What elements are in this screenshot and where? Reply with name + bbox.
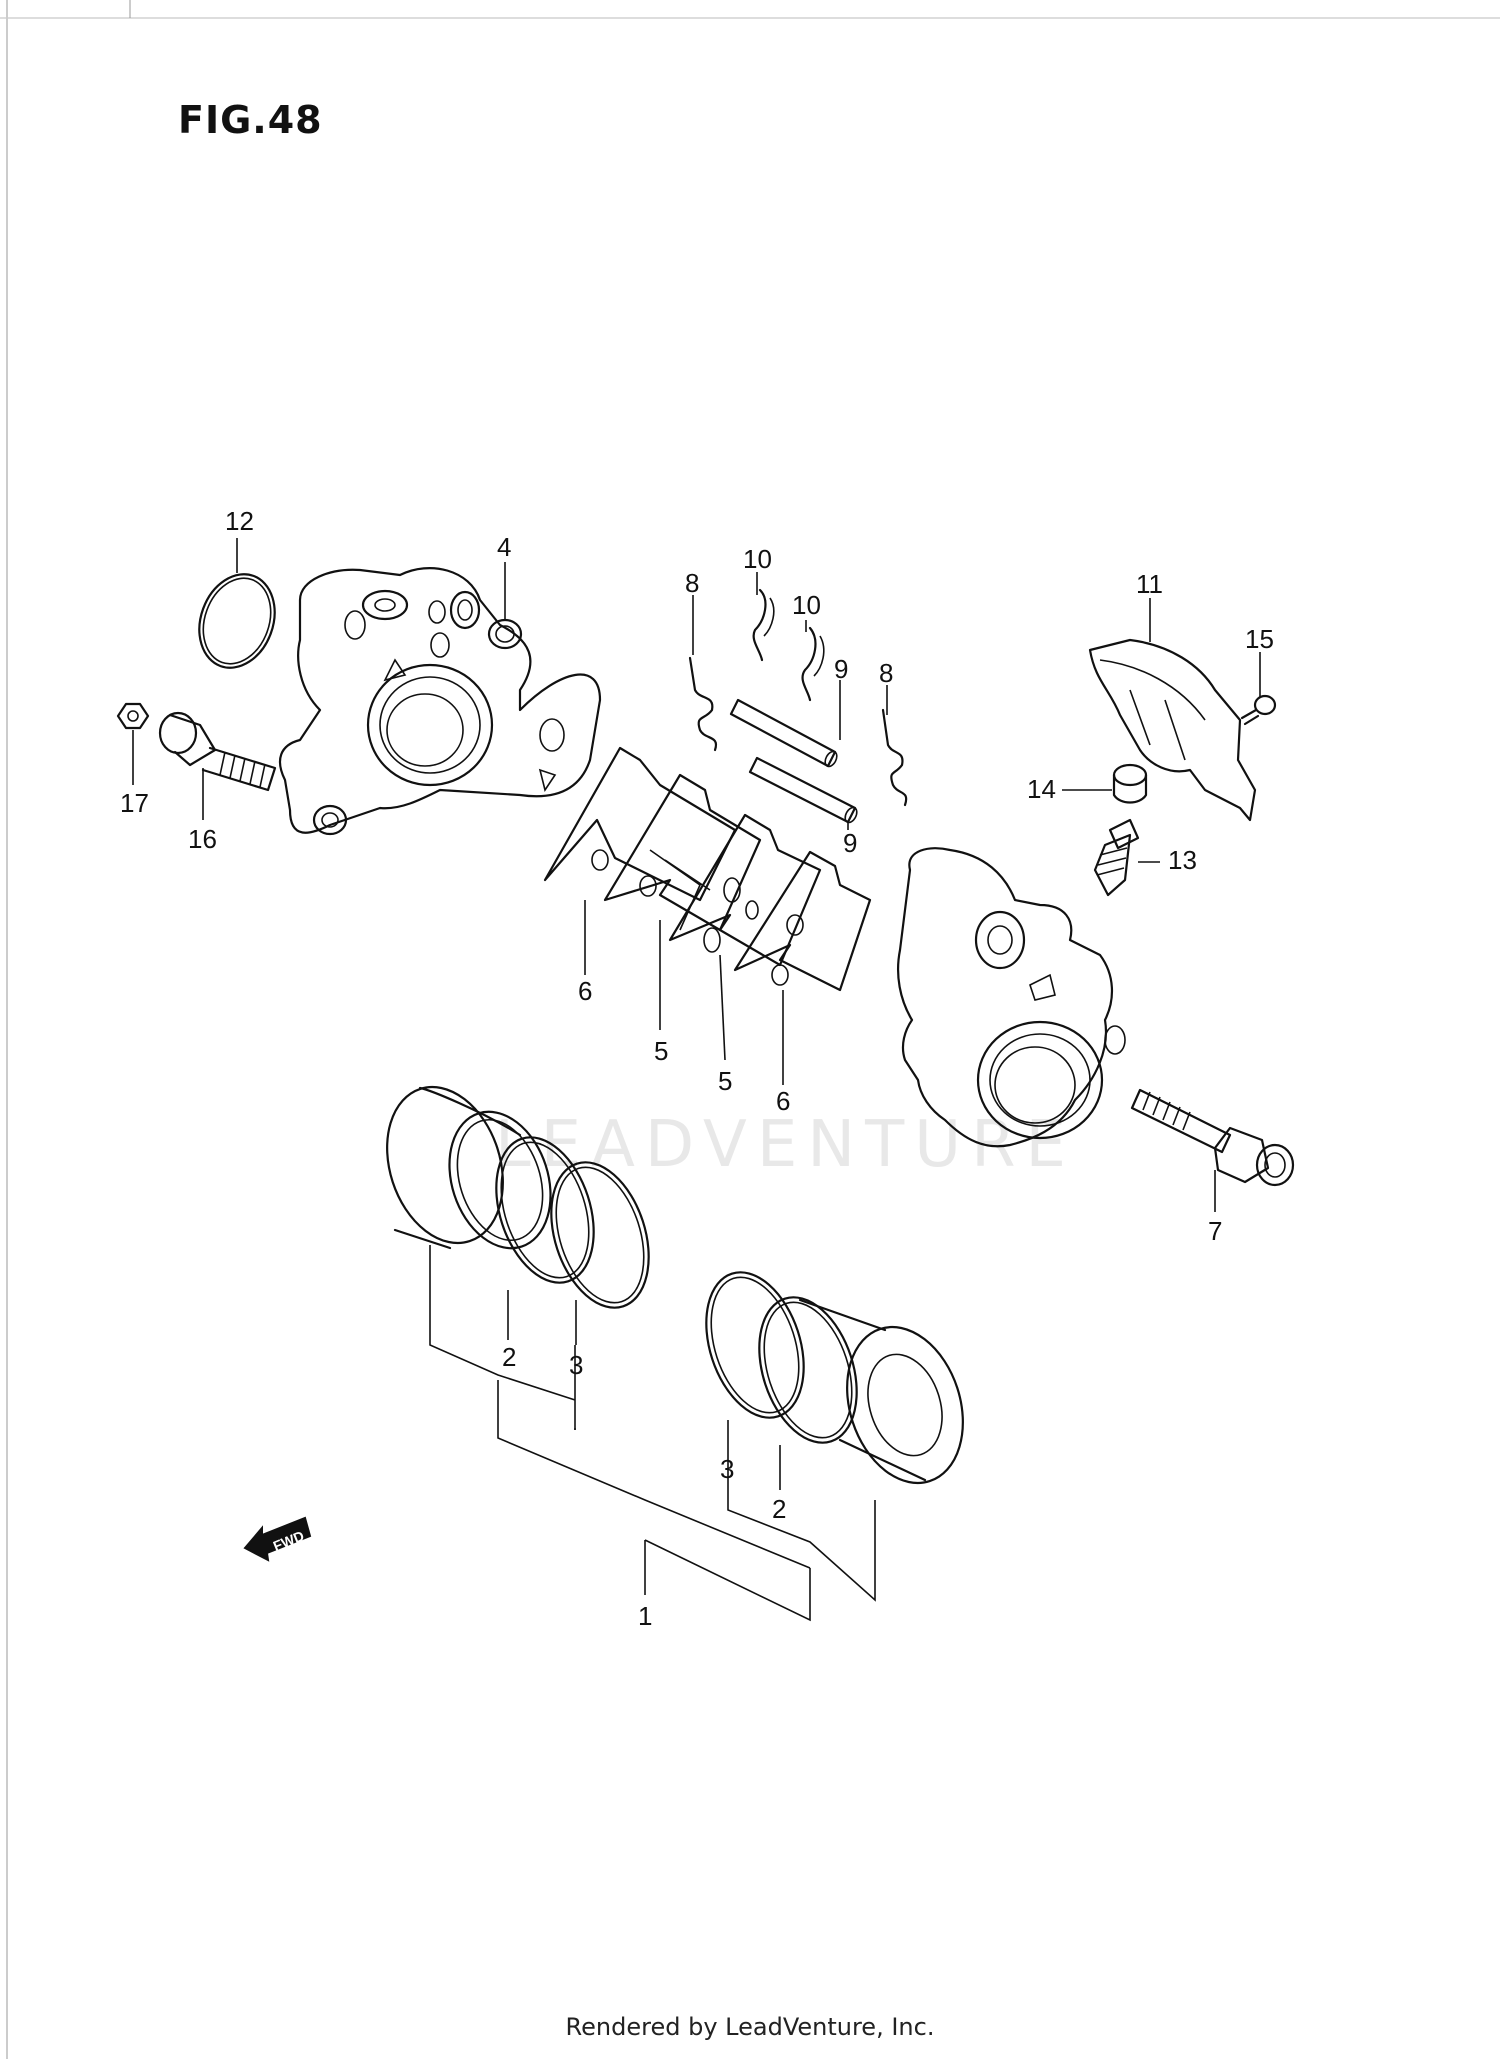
caliper-housing-left bbox=[278, 567, 602, 836]
callout-17: 17 bbox=[120, 788, 149, 818]
callout-6: 6 bbox=[578, 976, 592, 1006]
watermark: LEADVENTURE bbox=[495, 1108, 1076, 1182]
callout-9: 9 bbox=[834, 654, 848, 684]
forward-direction-arrow: FWD bbox=[243, 1516, 312, 1562]
part-2-piston-seal-right bbox=[758, 1296, 858, 1444]
part-9-pad-pin-lower bbox=[748, 756, 858, 824]
callout-16: 16 bbox=[188, 824, 217, 854]
callout-5: 5 bbox=[718, 1066, 732, 1096]
callout-6: 6 bbox=[776, 1086, 790, 1116]
callout-2: 2 bbox=[772, 1494, 786, 1524]
callout-11: 11 bbox=[1136, 569, 1163, 599]
part-9-pad-pin-upper bbox=[729, 698, 838, 768]
part-1-piston-right bbox=[798, 1298, 964, 1485]
part-12-seal-ring bbox=[198, 573, 276, 669]
callout-9: 9 bbox=[843, 828, 857, 858]
part-11-pad-cover bbox=[1088, 638, 1257, 822]
part-10-clip-b bbox=[801, 626, 825, 702]
part-17-nut bbox=[116, 702, 150, 730]
part-6-shim-left bbox=[543, 746, 737, 902]
callout-13: 13 bbox=[1168, 845, 1197, 875]
callout-1: 1 bbox=[638, 1601, 652, 1631]
callout-4: 4 bbox=[497, 532, 511, 562]
callout-10: 10 bbox=[743, 544, 772, 574]
callout-14: 14 bbox=[1027, 774, 1056, 804]
part-15-screw bbox=[1240, 694, 1277, 726]
part-2-piston-seal-left bbox=[495, 1136, 595, 1284]
callout-7: 7 bbox=[1208, 1216, 1222, 1246]
part-1-piston-left bbox=[386, 1085, 552, 1250]
figure-title: FIG.48 bbox=[178, 98, 323, 142]
part-14-bleeder-cap bbox=[1112, 763, 1148, 804]
callout-5: 5 bbox=[654, 1036, 668, 1066]
part-6-shim-right bbox=[733, 850, 872, 992]
callout-8: 8 bbox=[879, 658, 893, 688]
part-16-pin-bolt bbox=[158, 711, 277, 792]
callout-12: 12 bbox=[225, 506, 254, 536]
part-8-pad-spring-right bbox=[881, 708, 908, 807]
callout-3: 3 bbox=[569, 1350, 583, 1380]
part-3-dust-seal-right bbox=[705, 1271, 805, 1419]
part-13-bleeder-valve bbox=[1093, 818, 1140, 897]
callout-15: 15 bbox=[1245, 624, 1274, 654]
part-10-clip-a bbox=[752, 588, 775, 662]
part-7-mounting-bolt bbox=[1130, 1088, 1295, 1187]
callout-3: 3 bbox=[720, 1454, 734, 1484]
part-8-pad-spring-left bbox=[688, 656, 718, 752]
leader-lines bbox=[132, 538, 1261, 1622]
footer-credit: Rendered by LeadVenture, Inc. bbox=[565, 2013, 935, 2041]
callout-10: 10 bbox=[792, 590, 821, 620]
callout-labels: 12 4 8 10 10 9 8 11 15 17 16 9 14 13 6 5… bbox=[120, 506, 1274, 1631]
callout-2: 2 bbox=[502, 1342, 516, 1372]
part-3-dust-seal-left bbox=[550, 1161, 650, 1309]
caliper-housing-right bbox=[897, 847, 1126, 1148]
callout-8: 8 bbox=[685, 568, 699, 598]
part-5-brake-pad-right bbox=[668, 813, 822, 967]
